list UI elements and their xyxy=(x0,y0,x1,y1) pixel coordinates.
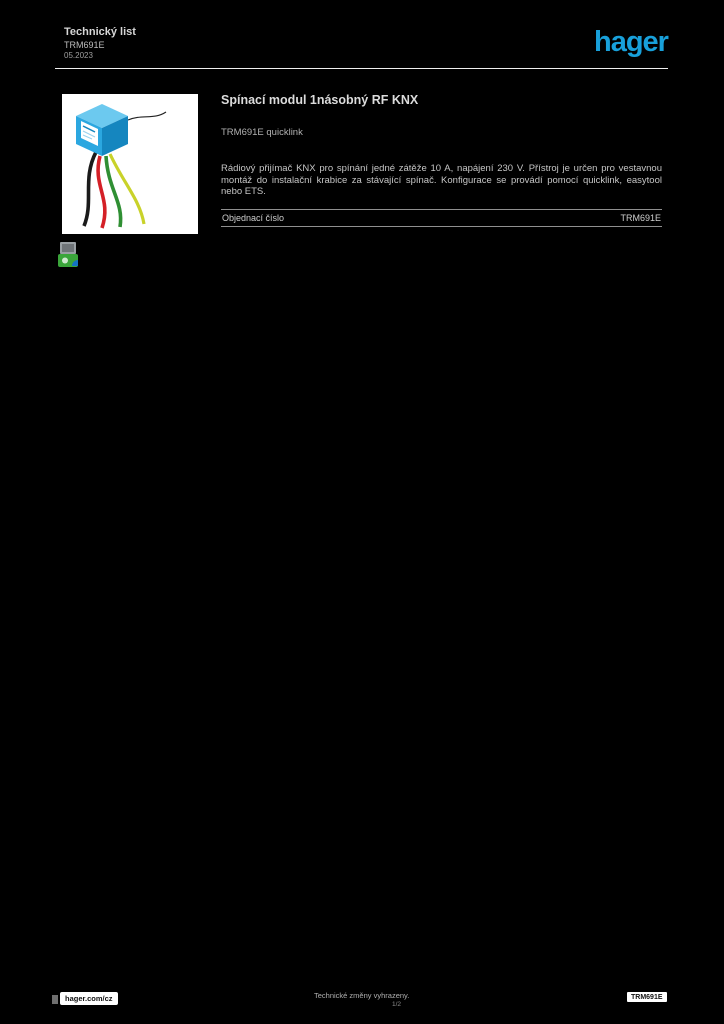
product-title: Spínací modul 1násobný RF KNX xyxy=(221,93,419,107)
footer-page-number: 1/2 xyxy=(392,1001,402,1008)
header-divider xyxy=(55,68,668,69)
spec-label: Objednací číslo xyxy=(222,213,285,223)
spec-table: Objednací číslo TRM691E xyxy=(221,209,662,227)
product-photo xyxy=(62,94,198,234)
product-description: Rádiový přijímač KNX pro spínání jedné z… xyxy=(221,163,662,197)
product-subtitle: TRM691E quicklink xyxy=(221,127,303,138)
doc-type-label: Technický list xyxy=(64,26,136,38)
table-row: Objednací číslo TRM691E xyxy=(221,209,662,227)
yellow-wire xyxy=(108,153,146,225)
footer-website-link[interactable]: hager.com/cz xyxy=(60,992,118,1005)
green-wire xyxy=(104,155,123,228)
doc-code-label: TRM691E xyxy=(64,40,105,50)
antenna-wire xyxy=(127,111,167,121)
knx-rf-micromodule-photo-icon xyxy=(62,94,198,234)
hager-logo: hager xyxy=(594,26,669,58)
footer-note: Technické změny vyhrazeny. xyxy=(314,991,410,1000)
spec-value: TRM691E xyxy=(620,213,661,223)
footer-product-code: TRM691E xyxy=(627,992,667,1002)
red-wire xyxy=(96,155,107,229)
green-blue-eco-badge-icon xyxy=(58,242,78,267)
web-icon xyxy=(52,995,58,1004)
doc-date-label: 05.2023 xyxy=(64,51,93,60)
eco-badge xyxy=(58,242,80,268)
device-cube xyxy=(76,104,128,156)
black-wire xyxy=(82,151,98,227)
